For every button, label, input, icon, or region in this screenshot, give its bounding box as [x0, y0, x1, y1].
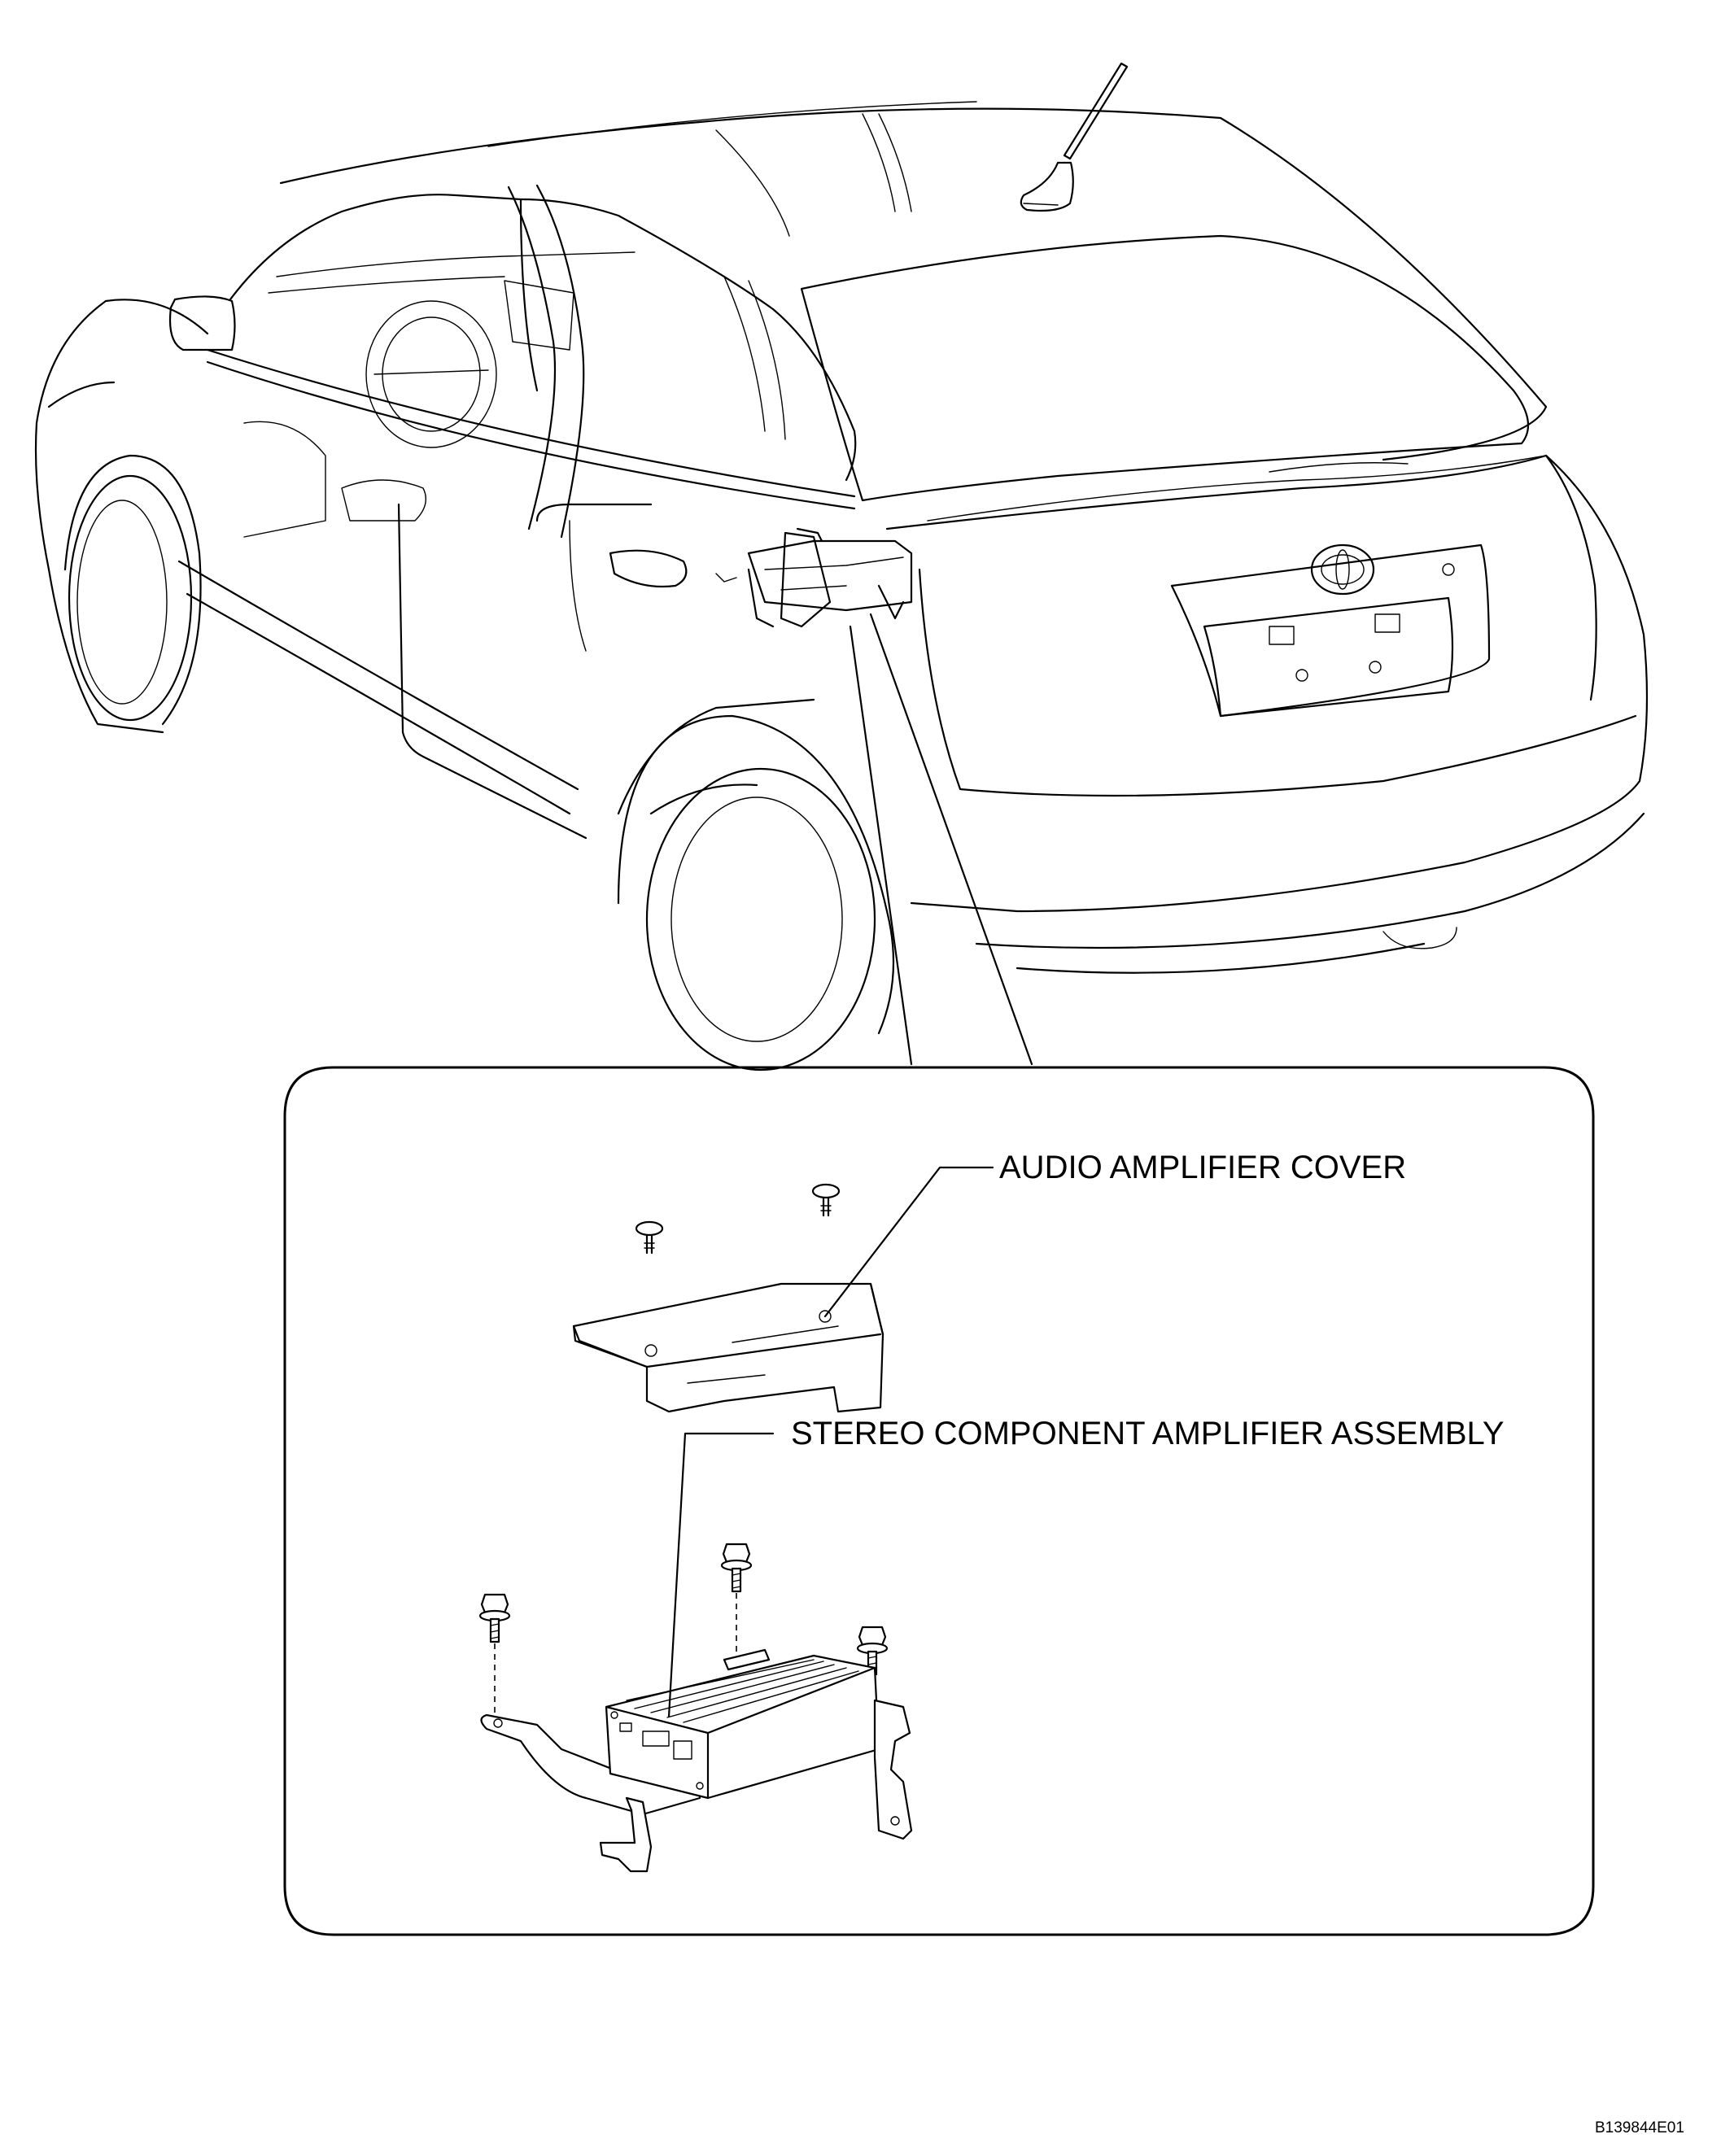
roof-outline [279, 107, 1548, 461]
front-wheel [63, 454, 202, 726]
roof-antenna [1020, 62, 1129, 212]
detail-frame [283, 1066, 1595, 1936]
cover-leader-line [823, 1166, 994, 1318]
rear-window [800, 234, 1530, 502]
amplifier-leader-line [667, 1432, 775, 1718]
rear-wheel [617, 714, 895, 1071]
stereo-amplifier-assembly [478, 1543, 913, 1873]
front-body [34, 299, 164, 734]
license-plate-area [1170, 543, 1491, 718]
windshield-frame [206, 194, 539, 392]
vehicle-illustration [34, 62, 1649, 1071]
cover-clip-right [811, 1183, 841, 1217]
cover-clip-left [635, 1220, 664, 1255]
interior-dashboard [243, 251, 636, 538]
amplifier-location-in-vehicle [715, 527, 913, 628]
vehicle-emblem [1310, 543, 1375, 596]
callout-stereo-component-amplifier-assembly: STEREO COMPONENT AMPLIFIER ASSEMBLY [791, 1416, 1505, 1451]
callout-audio-amplifier-cover: AUDIO AMPLIFIER COVER [999, 1150, 1407, 1185]
rear-body [885, 454, 1649, 913]
detail-leader-lines [849, 613, 1033, 1066]
figure-code: B139844E01 [1595, 2119, 1684, 2136]
side-mirror [168, 295, 236, 351]
mount-bolt-left [478, 1593, 511, 1643]
audio-amplifier-cover [572, 1183, 885, 1413]
door-handle [609, 549, 688, 588]
mount-bolt-center [720, 1543, 753, 1593]
